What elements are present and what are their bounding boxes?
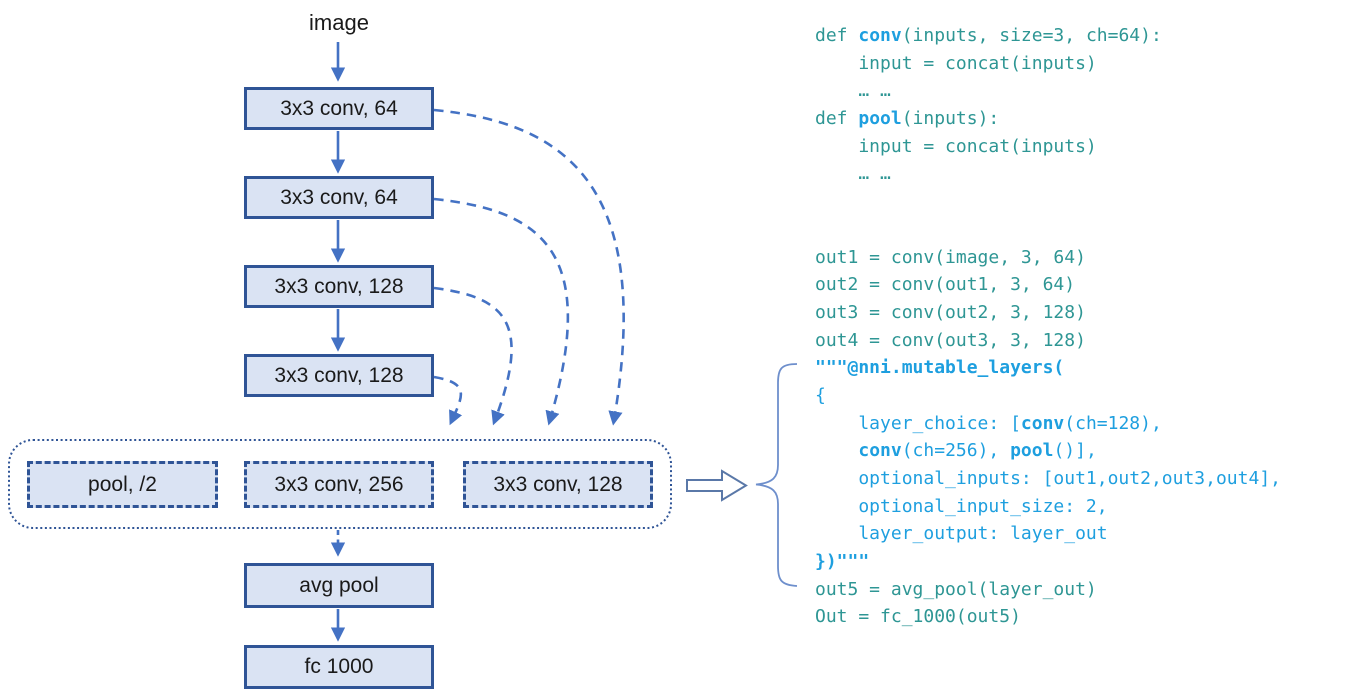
code-segment: """@nni.mutable_layers( [815, 357, 1065, 379]
code-segment: … … [815, 163, 891, 185]
code-segment: conv [1020, 412, 1065, 434]
input-label: image [309, 10, 369, 35]
code-line: out4 = conv(out3, 3, 128) [815, 327, 1281, 355]
code-line: { [815, 382, 1281, 410]
code-segment [815, 440, 858, 461]
code-line: conv(ch=256), pool()], [815, 437, 1281, 465]
code-segment: conv [858, 25, 902, 46]
layer-choice-box-pool: pool, /2 [27, 461, 218, 508]
layer-choice-box-conv256: 3x3 conv, 256 [244, 461, 434, 508]
code-line: out5 = avg_pool(layer_out) [815, 576, 1281, 604]
conv-layer-box-3: 3x3 conv, 128 [244, 265, 434, 308]
code-segment: conv [858, 440, 902, 462]
code-segment: (ch=256), [901, 440, 1011, 462]
code-segment: layer_choice: [ [815, 412, 1021, 434]
code-segment: out1 = conv(image, 3, 64) [815, 246, 1086, 268]
code-segment: pool [858, 108, 902, 130]
code-line: layer_output: layer_out [815, 520, 1281, 548]
code-segment: })""" [815, 551, 870, 573]
skip-connection-arrow [433, 108, 625, 426]
code-segment: out5 = avg_pool(layer_out) [815, 578, 1097, 600]
code-segment: input = concat(inputs) [815, 135, 1097, 157]
skip-connection-arrow [433, 197, 570, 426]
code-segment: out2 = conv(out1, 3, 64) [815, 274, 1076, 296]
code-line: def conv(inputs, size=3, ch=64): [815, 22, 1281, 50]
skip-connection-arrow [433, 375, 463, 426]
code-segment: out4 = conv(out3, 3, 128) [815, 329, 1086, 351]
conv-layer-box-4: 3x3 conv, 128 [244, 354, 434, 397]
code-line: input = concat(inputs) [815, 50, 1281, 78]
skip-connection-arrow [433, 286, 513, 426]
code-line: … … [815, 160, 1281, 188]
fc-box: fc 1000 [244, 645, 434, 689]
code-line: """@nni.mutable_layers( [815, 354, 1281, 382]
conv-layer-box-1: 3x3 conv, 64 [244, 87, 434, 130]
code-segment: layer_output: layer_out [815, 523, 1108, 545]
code-line [815, 216, 1281, 244]
code-segment: (inputs): [901, 108, 1000, 130]
code-segment: ()], [1053, 440, 1097, 462]
avg-pool-box: avg pool [244, 563, 434, 608]
code-line: … … [815, 77, 1281, 105]
layer-choice-box-conv128: 3x3 conv, 128 [463, 461, 653, 508]
code-segment: pool [1010, 440, 1054, 462]
conv-layer-box-2: 3x3 conv, 64 [244, 176, 434, 219]
code-line: Out = fc_1000(out5) [815, 603, 1281, 631]
code-segment: input = concat(inputs) [815, 52, 1097, 74]
curly-brace [755, 363, 798, 587]
code-line: input = concat(inputs) [815, 133, 1281, 161]
code-segment: … … [815, 80, 891, 102]
code-segment: (ch=128), [1064, 412, 1162, 434]
code-line: out3 = conv(out2, 3, 128) [815, 299, 1281, 327]
code-segment: optional_inputs: [out1,out2,out3,out4], [815, 468, 1281, 489]
code-line: optional_input_size: 2, [815, 493, 1281, 521]
code-line: layer_choice: [conv(ch=128), [815, 410, 1281, 438]
code-line [815, 188, 1281, 216]
code-segment: optional_input_size: 2, [815, 495, 1108, 517]
block-arrow-icon [686, 469, 748, 502]
code-segment: (inputs, size=3, ch=64): [901, 25, 1162, 46]
code-panel: def conv(inputs, size=3, ch=64): input =… [815, 22, 1281, 631]
code-segment: def [815, 25, 859, 46]
code-line: out2 = conv(out1, 3, 64) [815, 271, 1281, 299]
code-segment: Out = fc_1000(out5) [815, 606, 1021, 628]
code-line: optional_inputs: [out1,out2,out3,out4], [815, 465, 1281, 493]
code-segment: { [815, 384, 826, 406]
code-segment: out3 = conv(out2, 3, 128) [815, 301, 1086, 323]
code-line: def pool(inputs): [815, 105, 1281, 133]
code-line: })""" [815, 548, 1281, 576]
code-line: out1 = conv(image, 3, 64) [815, 244, 1281, 272]
code-segment: def [815, 108, 859, 130]
